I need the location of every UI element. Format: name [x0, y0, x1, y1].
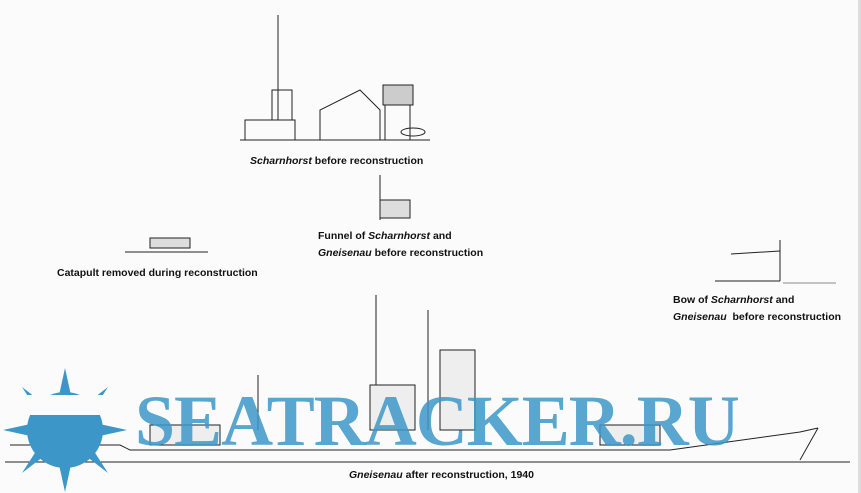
gneisenau-after-drawing: [5, 295, 850, 463]
catapult-drawing: [125, 237, 208, 253]
caption-text: Bow of: [673, 294, 711, 306]
caption-bow-line1: Bow of Scharnhorst and: [673, 294, 794, 306]
caption-text: before reconstruction: [726, 311, 842, 323]
caption-text: before reconstruction: [371, 247, 484, 259]
caption-italic: Gneisenau: [318, 247, 372, 259]
caption-funnel-line2: Gneisenau before reconstruction: [318, 247, 483, 259]
caption-catapult: Catapult removed during reconstruction: [57, 267, 258, 279]
bow-drawing: [715, 240, 836, 284]
caption-italic: Scharnhorst: [368, 230, 431, 242]
caption-bow-line2: Gneisenau before reconstruction: [673, 311, 841, 323]
seatracker-sun-logo: [3, 368, 127, 492]
caption-gneisenau-after: Gneisenau after reconstruction, 1940: [349, 469, 534, 481]
caption-scharnhorst-before: Scharnhorst before reconstruction: [250, 155, 423, 167]
caption-italic: Scharnhorst: [710, 294, 773, 306]
caption-italic: Gneisenau: [673, 311, 727, 323]
scharnhorst-before-drawing: [240, 15, 430, 141]
caption-text: after reconstruction, 1940: [402, 469, 534, 481]
caption-text: before reconstruction: [311, 155, 424, 167]
page-edge: [858, 0, 861, 493]
funnel-drawing: [379, 175, 411, 220]
caption-text: Funnel of: [318, 230, 369, 242]
caption-italic: Gneisenau: [349, 469, 403, 481]
caption-funnel-line1: Funnel of Scharnhorst and: [318, 230, 452, 242]
caption-text: and: [772, 294, 795, 306]
caption-italic: Scharnhorst: [250, 155, 312, 167]
caption-text: and: [430, 230, 452, 242]
watermark: SEATRACKER.RU: [135, 381, 740, 461]
